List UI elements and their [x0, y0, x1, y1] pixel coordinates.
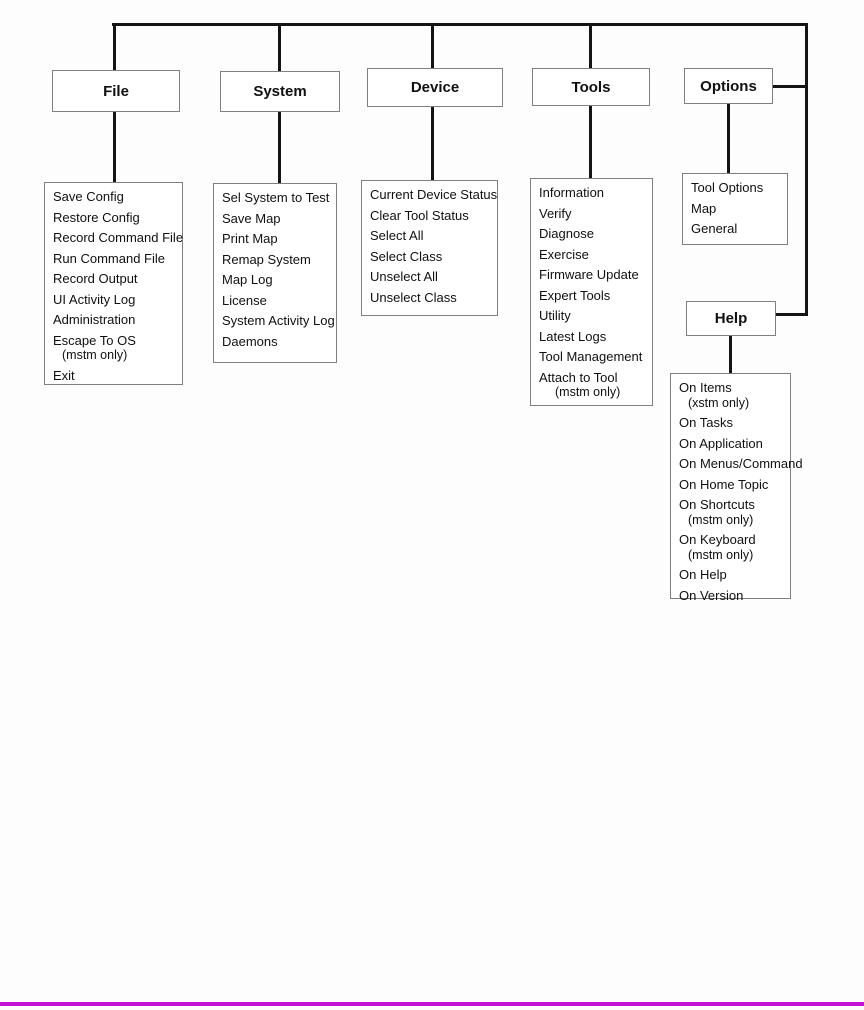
menu-item: License [222, 292, 267, 308]
menu-item: Clear Tool Status [370, 207, 469, 223]
menu-item: On Keyboard (mstm only) [679, 533, 788, 561]
menu-help: Help [686, 301, 776, 336]
help-menu-items: On Items (xstm only) On Tasks On Applica… [670, 373, 803, 602]
menu-item-note: (xstm only) [688, 395, 750, 410]
connector-options-items [727, 102, 730, 173]
menu-item: On Tasks [679, 415, 733, 430]
menu-item: Daemons [222, 333, 278, 349]
menu-item: On Version [679, 587, 744, 603]
menu-item-note: (mstm only) [62, 348, 128, 362]
menu-item: Save Config [53, 189, 124, 204]
menu-item: Escape To OS (mstm only) [53, 332, 180, 362]
menu-item: Map [691, 200, 717, 216]
menu-item: Map Log [222, 272, 273, 287]
menu-item: UI Activity Log [53, 291, 136, 307]
menu-item: Unselect Class [370, 289, 457, 305]
menu-item-label: On Shortcuts [679, 497, 755, 512]
menu-file-label: File [103, 82, 129, 100]
menu-item: Exit [53, 367, 75, 383]
menu-item-note: (mstm only) [688, 512, 754, 527]
menu-item: Record Output [53, 271, 138, 286]
menu-item: Unselect All [370, 269, 438, 284]
menu-item: Record Command File [53, 230, 184, 245]
menu-item: Latest Logs [539, 328, 607, 344]
menu-item: Utility [539, 308, 571, 323]
connector-options-branch [772, 85, 808, 88]
menu-item: Verify [539, 205, 572, 221]
menu-item-label: On Keyboard [679, 532, 756, 547]
menu-item: Select All [370, 228, 424, 243]
menu-system-label: System [253, 83, 307, 100]
bottom-accent-rule [0, 1002, 864, 1006]
menu-file: File [52, 70, 180, 112]
tools-menu-items: Information Verify Diagnose Exercise Fir… [530, 178, 653, 406]
menu-item: Diagnose [539, 226, 594, 241]
menu-item: Print Map [222, 231, 278, 246]
menu-item: Exercise [539, 246, 589, 262]
menu-item: On Home Topic [679, 476, 769, 492]
menu-item: Select Class [370, 248, 443, 264]
menu-options-label: Options [700, 77, 757, 95]
menu-item: Remap System [222, 251, 311, 267]
menu-item: Firmware Update [539, 267, 639, 282]
menu-options: Options [684, 68, 773, 104]
menu-item: Attach to Tool (mstm only) [539, 369, 650, 399]
menu-item: Tool Management [539, 349, 643, 364]
menu-item: On Help [679, 567, 727, 582]
menu-item: On Items (xstm only) [679, 381, 788, 409]
device-menu-items: Current Device Status Clear Tool Status … [361, 180, 498, 316]
menu-item: On Menus/Command [679, 456, 803, 471]
connector-top-line [112, 23, 808, 26]
menu-tools: Tools [532, 68, 650, 106]
menu-item: On Shortcuts (mstm only) [679, 498, 788, 526]
menu-item: Information [539, 185, 605, 200]
menu-item: General [691, 221, 738, 236]
menu-item: System Activity Log [222, 313, 335, 328]
menu-device-label: Device [410, 79, 460, 96]
menu-tools-label: Tools [571, 78, 611, 96]
connector-help-branch [776, 313, 808, 316]
menu-item: Tool Options [691, 180, 764, 195]
connector-right-drop [805, 23, 808, 316]
menu-help-label: Help [714, 310, 748, 327]
menu-item: On Application [679, 435, 763, 451]
menu-item: Current Device Status [370, 187, 498, 202]
menu-item: Administration [53, 312, 136, 327]
file-menu-items: Save Config Restore Config Record Comman… [44, 182, 183, 385]
menu-item-label: Escape To OS [53, 332, 136, 348]
menu-item: Restore Config [53, 209, 140, 225]
options-menu-items: Tool Options Map General [682, 173, 788, 245]
system-menu-items: Sel System to Test Save Map Print Map Re… [213, 183, 337, 363]
menu-item: Sel System to Test [222, 190, 330, 205]
menu-item-note: (mstm only) [555, 385, 621, 399]
menu-device: Device [367, 68, 503, 107]
menu-item: Run Command File [53, 250, 165, 266]
menu-item: Save Map [222, 210, 281, 226]
menu-system: System [220, 71, 340, 112]
menu-item-label: Attach to Tool [539, 369, 618, 385]
connector-help-items [729, 335, 732, 373]
menu-item: Expert Tools [539, 287, 611, 303]
menu-item-label: On Items [679, 380, 732, 395]
menu-item-note: (mstm only) [688, 547, 754, 562]
